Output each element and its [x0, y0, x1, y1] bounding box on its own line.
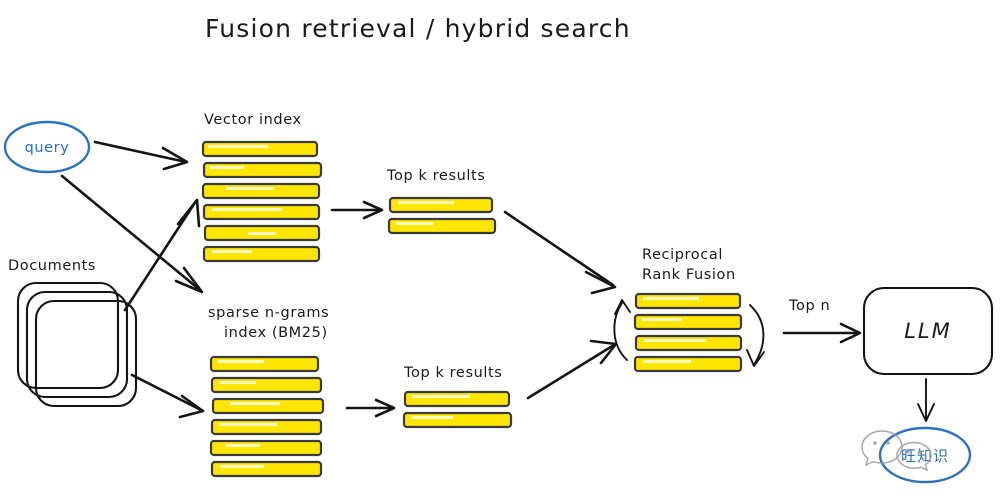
edge-topk-sparse-to-rrf [526, 339, 618, 400]
llm-box [862, 286, 994, 376]
query-label: query [25, 140, 70, 156]
answer-label: 旺知识 [901, 447, 949, 465]
topk-vector-bars [387, 196, 497, 235]
rrf-reorder-arrow-left [613, 299, 631, 361]
node-query[interactable]: query [3, 120, 91, 174]
document-sheet-front [34, 299, 138, 408]
answer-ellipse [878, 426, 972, 484]
wechat-icon [861, 430, 932, 472]
node-sparse-index[interactable]: sparse n-grams index (BM25) [208, 305, 329, 478]
edge-llm-to-answer [917, 378, 935, 422]
edge-query-to-vector-index [93, 140, 189, 171]
topk-vector-label: Top k results [386, 168, 485, 184]
vector-index-label: Vector index [204, 112, 302, 128]
page-title: Fusion retrieval / hybrid search [205, 14, 631, 43]
node-answer[interactable]: 旺知识 [878, 426, 972, 484]
edge-documents-to-sparse-index [130, 373, 205, 419]
node-reciprocal-rank-fusion[interactable]: Reciprocal Rank Fusion [613, 247, 765, 373]
rrf-reorder-arrow-right [746, 304, 765, 367]
sparse-index-bars [209, 355, 325, 478]
rrf-label-line1: Reciprocal [642, 247, 723, 263]
topk-sparse-label: Top k results [403, 365, 502, 381]
document-sheet-middle [25, 290, 129, 399]
documents-label: Documents [8, 258, 96, 274]
node-topk-sparse[interactable]: Top k results [402, 365, 513, 429]
sparse-index-label-line1: sparse n-grams [208, 305, 329, 321]
edge-vector-index-to-topk [330, 200, 384, 220]
node-documents[interactable]: Documents [8, 258, 138, 408]
node-vector-index[interactable]: Vector index [201, 112, 323, 263]
edge-query-to-sparse-index [60, 174, 204, 294]
top-n-label: Top n [788, 298, 830, 314]
rrf-label-line2: Rank Fusion [642, 267, 736, 283]
rrf-bars [633, 292, 743, 373]
edge-topk-vector-to-rrf [503, 210, 617, 295]
topk-sparse-bars [402, 390, 513, 429]
vector-index-bars [201, 140, 323, 263]
sparse-index-label-line2: index (BM25) [224, 325, 328, 341]
edge-rrf-to-llm: Top n [782, 298, 862, 344]
edge-documents-to-vector-index [123, 198, 201, 312]
query-ellipse [3, 120, 91, 174]
edge-sparse-index-to-topk [345, 398, 396, 418]
node-topk-vector[interactable]: Top k results [386, 168, 497, 235]
llm-label: LLM [904, 319, 952, 343]
node-llm[interactable]: LLM [862, 286, 994, 376]
document-sheet-back [16, 281, 120, 390]
